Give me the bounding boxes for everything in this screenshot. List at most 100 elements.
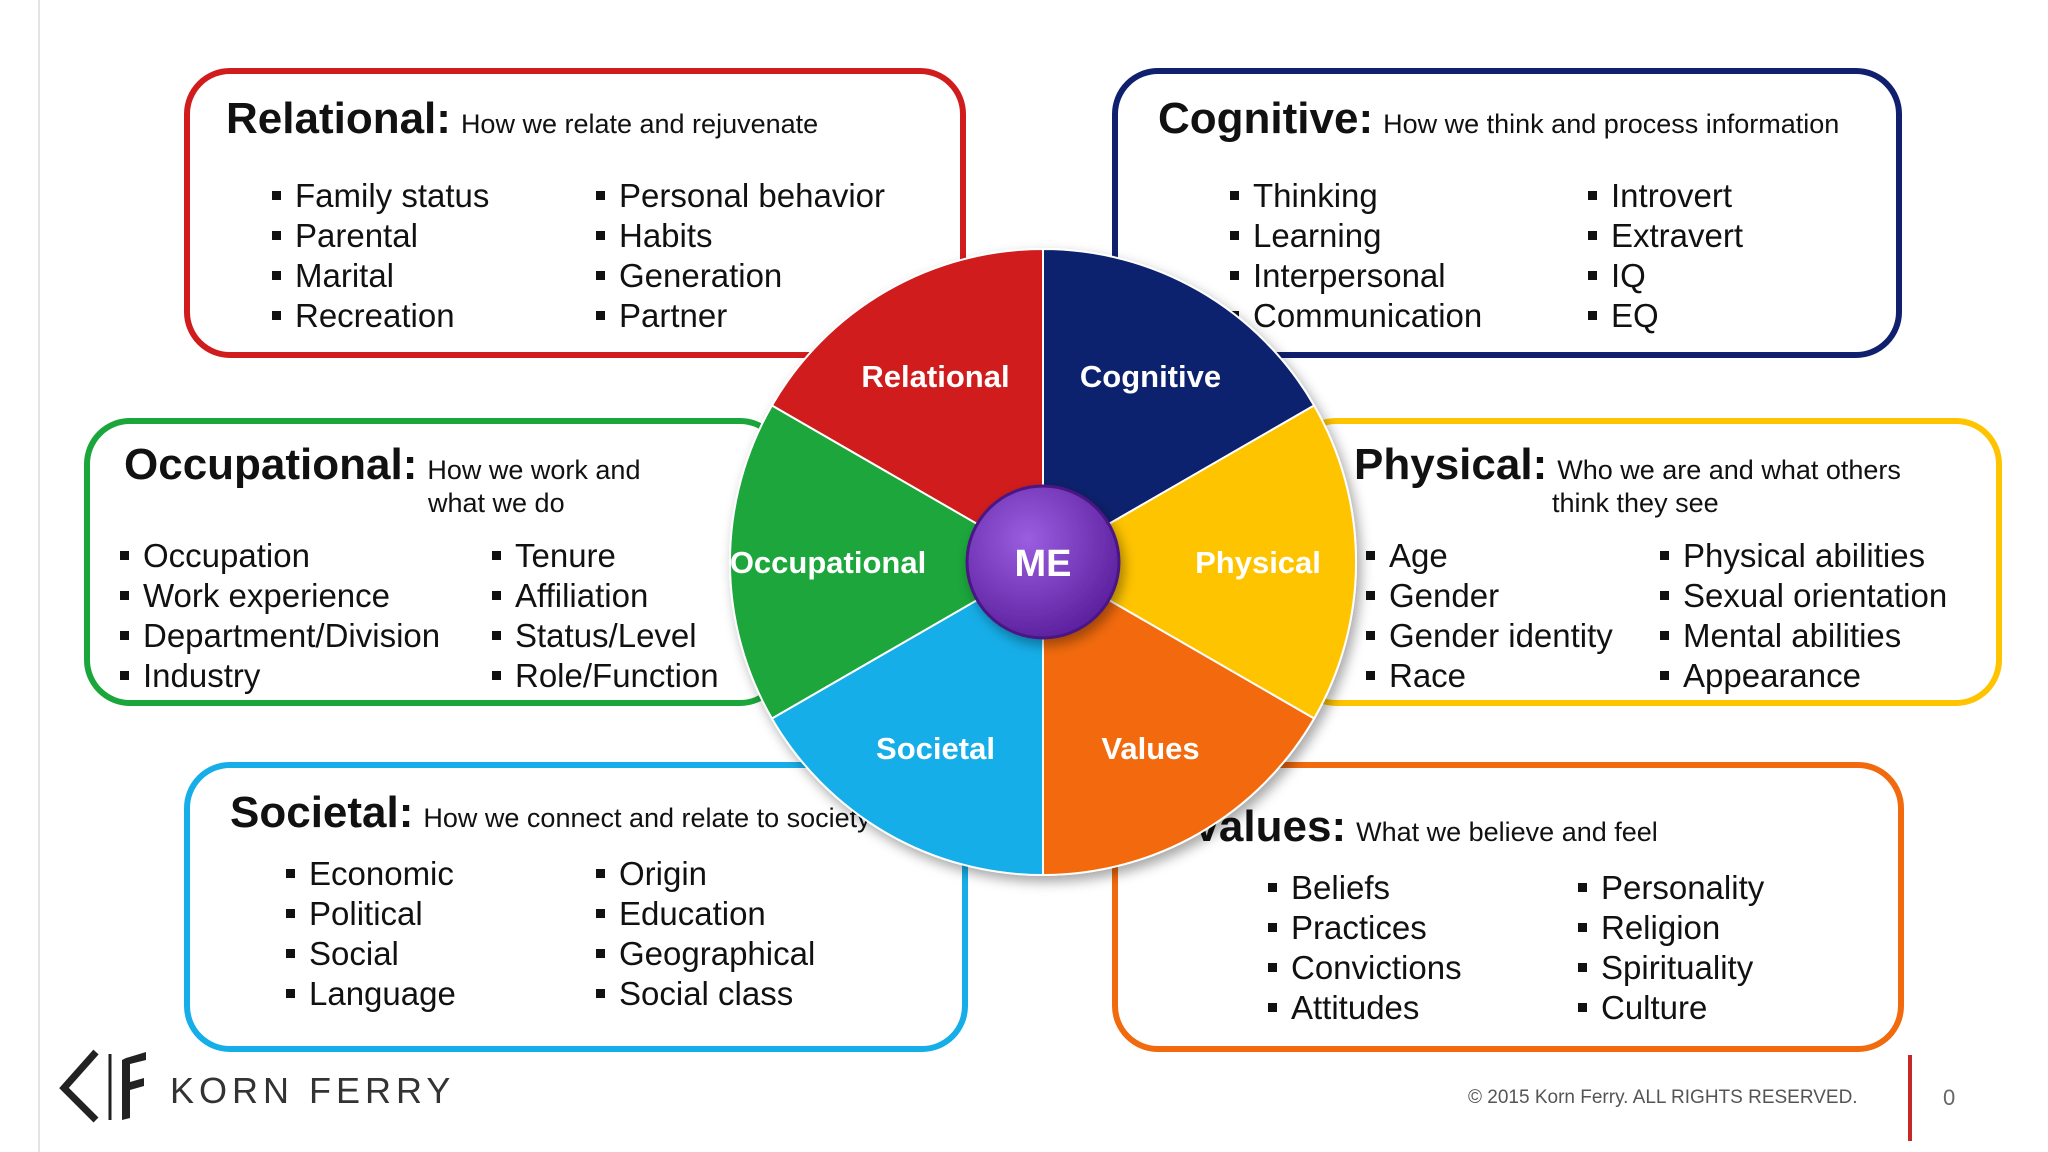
list-item: Mental abilities [1660,616,1947,656]
list-item-text: Family status [295,177,490,214]
bullet-icon [1660,550,1669,560]
list-item-text: Extravert [1611,217,1744,254]
list-item: Appearance [1660,656,1947,696]
list-item: Interpersonal [1230,256,1482,296]
list-item: Role/Function [492,656,719,696]
bullet-icon [596,270,605,280]
wheel-label-societal: Societal [876,731,995,766]
wheel-segment-societal [770,560,1044,877]
wheel-segment-cognitive [1042,247,1316,564]
list-item-text: Marital [295,257,395,294]
list-item-text: Tenure [515,537,616,574]
bullet-icon [1366,590,1375,600]
societal-subtitle: How we connect and relate to society [423,803,871,833]
list-item-text: Culture [1601,989,1708,1026]
bullet-icon [1578,1002,1587,1012]
bullet-icon [1588,270,1597,280]
list-item: Geographical [596,934,815,974]
list-item: Status/Level [492,616,719,656]
list-item: Department/Division [120,616,440,656]
list-item-text: Parental [295,217,418,254]
list-item: Occupation [120,536,440,576]
korn-ferry-logo-icon [59,1049,146,1123]
occupational-subtitle-line2: what we do [428,488,565,518]
list-item-text: Beliefs [1291,869,1391,906]
bullet-icon [1660,590,1669,600]
physical-box: Physical:Who we are and what others thin… [1290,418,2002,706]
list-item: Thinking [1230,176,1482,216]
bullet-icon [1588,190,1597,200]
list-item: Introvert [1588,176,1743,216]
list-item-text: Spirituality [1601,949,1754,986]
list-item-text: Habits [619,217,713,254]
list-item: Industry [120,656,440,696]
bullet-icon [596,948,605,958]
bullet-icon [596,310,605,320]
bullet-icon [1230,230,1239,240]
list-item: Family status [272,176,489,216]
bullet-icon [596,908,605,918]
list-item-text: Department/Division [143,617,441,654]
list-item-text: Communication [1253,297,1483,334]
list-item-text: Industry [143,657,261,694]
list-item-text: Interpersonal [1253,257,1446,294]
list-item-text: Social class [619,975,794,1012]
bullet-icon [1660,630,1669,640]
bullet-icon [286,868,295,878]
physical-subtitle-line2: think they see [1552,488,1719,518]
list-item-text: Race [1389,657,1467,694]
list-item: Habits [596,216,885,256]
bullet-icon [1588,230,1597,240]
list-item: Work experience [120,576,440,616]
list-item-text: IQ [1611,257,1646,294]
wheel-label-cognitive: Cognitive [1080,359,1221,394]
list-item: Tenure [492,536,719,576]
list-item: Affiliation [492,576,719,616]
physical-header: Physical:Who we are and what others [1354,440,1901,489]
societal-header: Societal:How we connect and relate to so… [230,788,871,837]
list-item-text: Generation [619,257,783,294]
list-item: Gender [1366,576,1613,616]
list-item-text: Mental abilities [1683,617,1902,654]
bullet-icon [596,190,605,200]
occupational-header: Occupational:How we work and [124,440,641,489]
societal-box: Societal:How we connect and relate to so… [184,762,968,1052]
list-item: Social class [596,974,815,1014]
list-item-text: Work experience [143,577,391,614]
bullet-icon [286,908,295,918]
bullet-icon [492,590,501,600]
occupational-box: Occupational:How we work and what we do … [84,418,786,706]
physical-title: Physical [1354,440,1533,489]
bullet-icon [272,190,281,200]
bullet-icon [492,550,501,560]
list-item: EQ [1588,296,1743,336]
societal-title: Societal [230,788,399,837]
list-item: Religion [1578,908,1764,948]
list-item: Parental [272,216,489,256]
page-number: 0 [1943,1085,1956,1110]
cognitive-header: Cognitive:How we think and process infor… [1158,94,1840,143]
occupational-subtitle: How we work and [427,455,641,485]
list-item-text: EQ [1611,297,1659,334]
me-center-circle [965,484,1121,640]
list-item-text: Geographical [619,935,816,972]
list-item: Recreation [272,296,489,336]
list-item-text: Role/Function [515,657,719,694]
list-item: Personal behavior [596,176,885,216]
copyright-text: © 2015 Korn Ferry. ALL RIGHTS RESERVED. [1468,1087,1858,1108]
list-item-text: Status/Level [515,617,697,654]
list-item-text: Education [619,895,766,932]
cognitive-box: Cognitive:How we think and process infor… [1112,68,1902,358]
bullet-icon [272,310,281,320]
bullet-icon [272,270,281,280]
bullet-icon [120,670,129,680]
list-item-text: Gender [1389,577,1500,614]
page-number-divider [1908,1055,1912,1141]
me-center-label: ME [1015,543,1072,585]
